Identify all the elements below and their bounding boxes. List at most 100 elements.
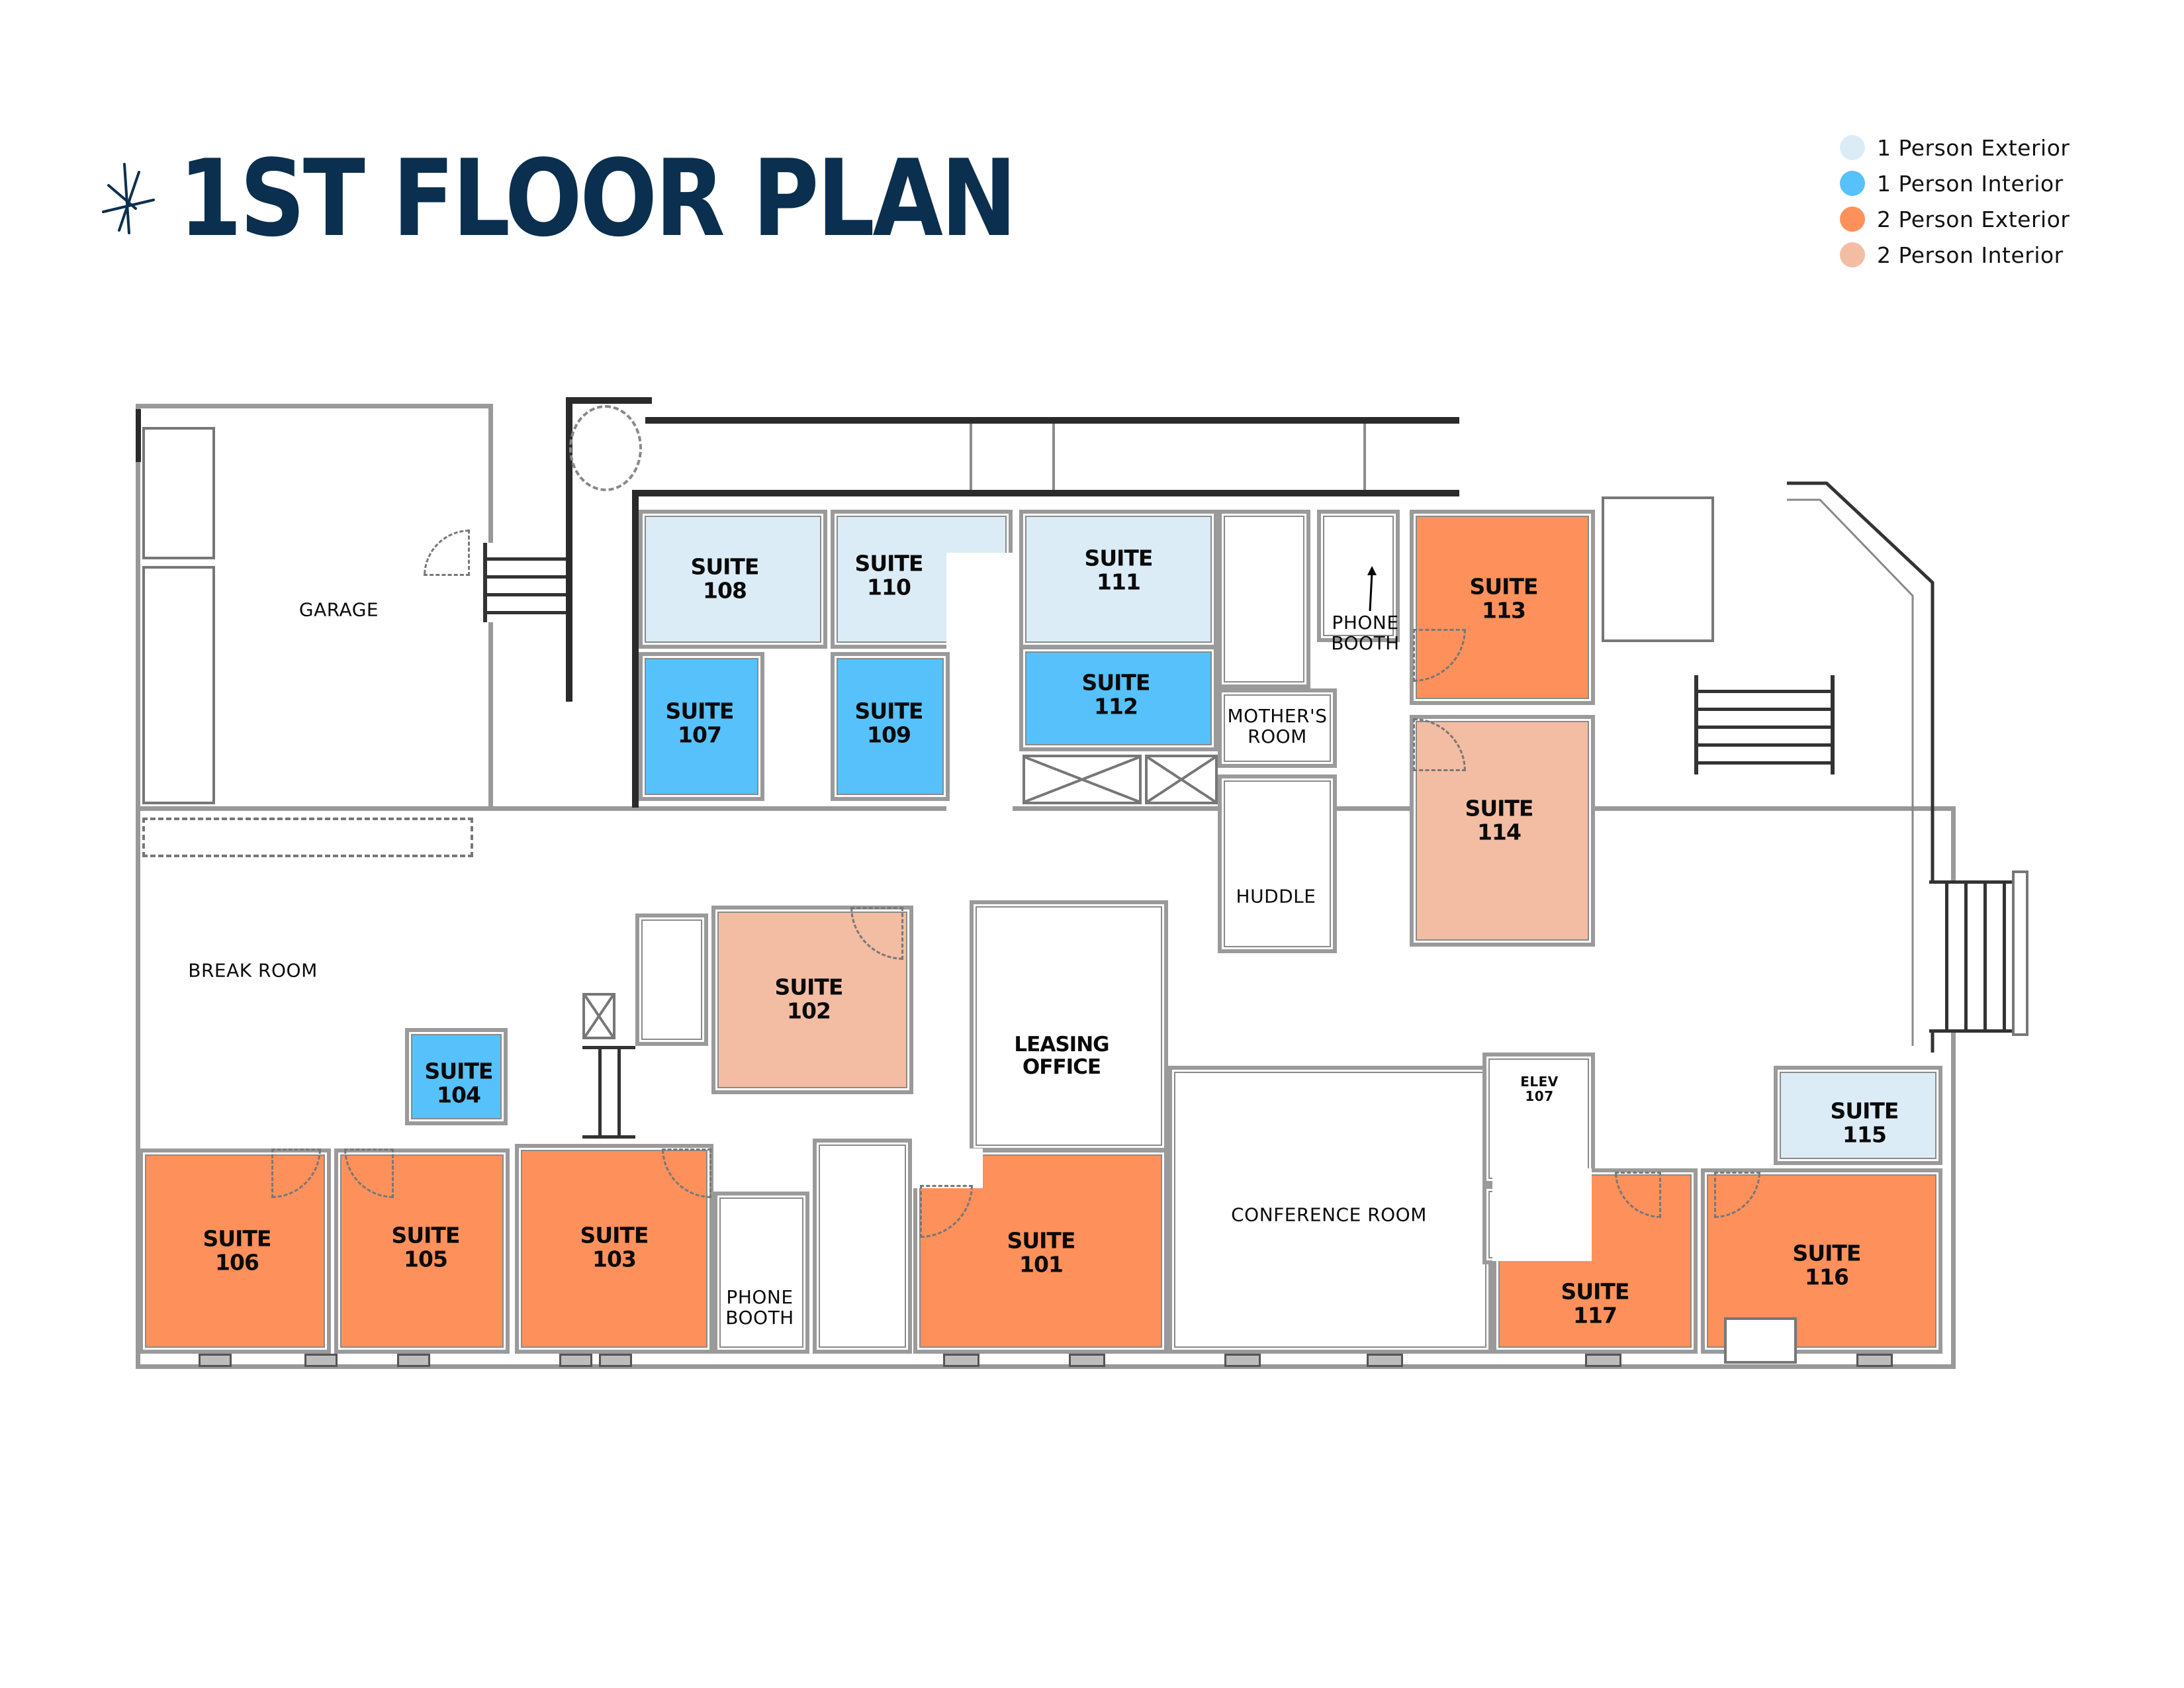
garage-bay [142,566,215,804]
restroom [635,914,708,1046]
right-stair-hall [1602,496,1714,642]
legend-item-1-person-interior: 1 Person Interior [1840,165,2070,201]
arrow-up-icon [1367,566,1377,612]
porch-outline-icon [1787,481,1934,1053]
stairs [483,543,570,622]
suite-108[interactable] [639,510,827,649]
suite-113[interactable] [1410,510,1595,705]
suite-109[interactable] [831,652,950,801]
leasing-office[interactable] [970,900,1168,1152]
wall [566,397,652,404]
wall [1363,424,1366,490]
legend-swatch-icon [1840,242,1865,267]
suite-117-notch [1492,1168,1592,1261]
elevator-label: ELEV 107 [1520,1074,1559,1104]
building-outline [136,806,1956,1369]
phone-booth-top[interactable] [1317,510,1400,642]
legend-label: 2 Person Exterior [1877,206,2070,232]
restroom [813,1139,912,1354]
conference-room-label: CONFERENCE ROOM [1231,1203,1427,1226]
suite-104[interactable] [405,1028,508,1125]
storage-closet [582,993,615,1039]
fireplace [1724,1317,1797,1364]
window [1367,1354,1403,1367]
legend-swatch-icon [1840,171,1865,196]
legend-item-2-person-exterior: 2 Person Exterior [1840,201,2070,237]
window [599,1354,632,1367]
suite-106[interactable] [139,1149,331,1354]
mothers-room[interactable] [1218,688,1337,768]
corridor-notch [946,553,1013,811]
wall [632,490,639,808]
wall [1052,424,1055,490]
phone-booth-bottom[interactable] [713,1192,809,1354]
window [943,1354,979,1367]
starburst-logo-icon [102,163,155,234]
legend-swatch-icon [1840,135,1865,160]
suite-102[interactable] [711,906,913,1094]
exterior-stairs [1929,880,2012,1033]
window [1224,1354,1261,1367]
huddle-label: HUDDLE [1236,885,1316,908]
page-header: 1ST FLOOR PLAN [99,146,1151,252]
window [397,1354,430,1367]
window [1856,1354,1893,1367]
legend-swatch-icon [1840,207,1865,232]
storage-closet [1145,755,1218,804]
garage-bay [142,427,215,559]
phone-booth-top-label: PHONE BOOTH [1331,612,1400,654]
wall [970,424,972,490]
break-room-label: BREAK ROOM [188,959,318,982]
suite-107[interactable] [639,652,764,801]
suite-105[interactable] [334,1149,510,1354]
stair-rail [2012,870,2028,1036]
storage-closet [1023,755,1142,804]
restroom [1218,510,1310,688]
wall [632,490,1459,496]
wall [136,409,141,462]
window [199,1354,232,1367]
curved-stairs [1694,675,1835,774]
window [304,1354,338,1367]
leasing-office-label: LEASING OFFICE [1014,1032,1109,1079]
legend-item-1-person-exterior: 1 Person Exterior [1840,130,2070,165]
legend-label: 2 Person Interior [1877,242,2064,268]
elevator[interactable] [1482,1053,1595,1185]
suite-111[interactable] [1019,510,1218,649]
wall [566,397,572,702]
legend-label: 1 Person Interior [1877,170,2064,197]
suite-112[interactable] [1019,645,1218,751]
window [1585,1354,1621,1367]
suite-115[interactable] [1774,1066,1942,1165]
conference-room[interactable] [1168,1066,1492,1354]
suite-117[interactable] [1492,1168,1698,1354]
suite-103[interactable] [515,1144,713,1354]
interior-stairs [582,1046,635,1139]
window [559,1354,592,1367]
huddle-room[interactable] [1218,774,1337,953]
mothers-room-label: MOTHER'S ROOM [1227,705,1328,747]
legend: 1 Person Exterior 1 Person Interior 2 Pe… [1840,130,2070,273]
kitchen-counter [142,818,473,857]
wall [645,417,1459,424]
suite-101-notch [913,1149,983,1188]
window [1069,1354,1105,1367]
page-title: 1ST FLOOR PLAN [179,136,1017,260]
